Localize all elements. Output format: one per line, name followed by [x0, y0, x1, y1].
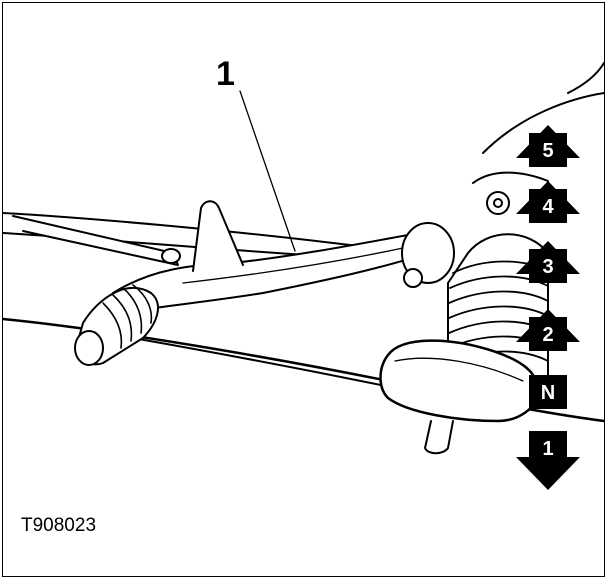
gear-indicator-column: 5 4 3 2 N 1	[516, 125, 580, 490]
gear-label-2: 2	[542, 324, 553, 346]
gear-label-4: 4	[542, 196, 554, 218]
pivot-boss	[161, 248, 181, 264]
gear-arrow-5	[516, 125, 580, 167]
lever-arm-highlight	[182, 247, 404, 284]
pedal-stem	[424, 420, 454, 455]
pedal-pad-edge	[394, 357, 524, 382]
illustration: 5 4 3 2 N 1	[3, 62, 604, 490]
left-rubber-end	[74, 330, 104, 366]
gear-box-n	[529, 375, 567, 409]
gear-label-n: N	[541, 382, 555, 404]
gear-arrow-3	[516, 241, 580, 283]
gear-label-3: 3	[542, 256, 553, 278]
callout-leader-line	[239, 90, 296, 252]
left-rubber-ribs	[102, 284, 153, 349]
gear-arrow-2	[516, 309, 580, 351]
arm-pivot-hole	[403, 268, 423, 288]
pedal-pad	[379, 339, 540, 423]
gear-arrow-1	[516, 431, 580, 490]
callout-label: 1	[216, 55, 235, 93]
arm-pivot-outer	[401, 222, 455, 284]
lever-fin	[192, 200, 244, 272]
engine-casing	[482, 92, 604, 154]
engine-casing-2	[567, 62, 604, 94]
bracket-outline	[472, 171, 549, 219]
mounting-bolt-center	[493, 198, 503, 208]
gear-arrow-4	[516, 181, 580, 223]
figure-id: T908023	[21, 515, 97, 536]
gear-label-5: 5	[542, 140, 553, 162]
gear-label-1: 1	[542, 438, 553, 460]
gear-lever-arm	[112, 234, 429, 312]
linkage-rod	[12, 215, 179, 266]
